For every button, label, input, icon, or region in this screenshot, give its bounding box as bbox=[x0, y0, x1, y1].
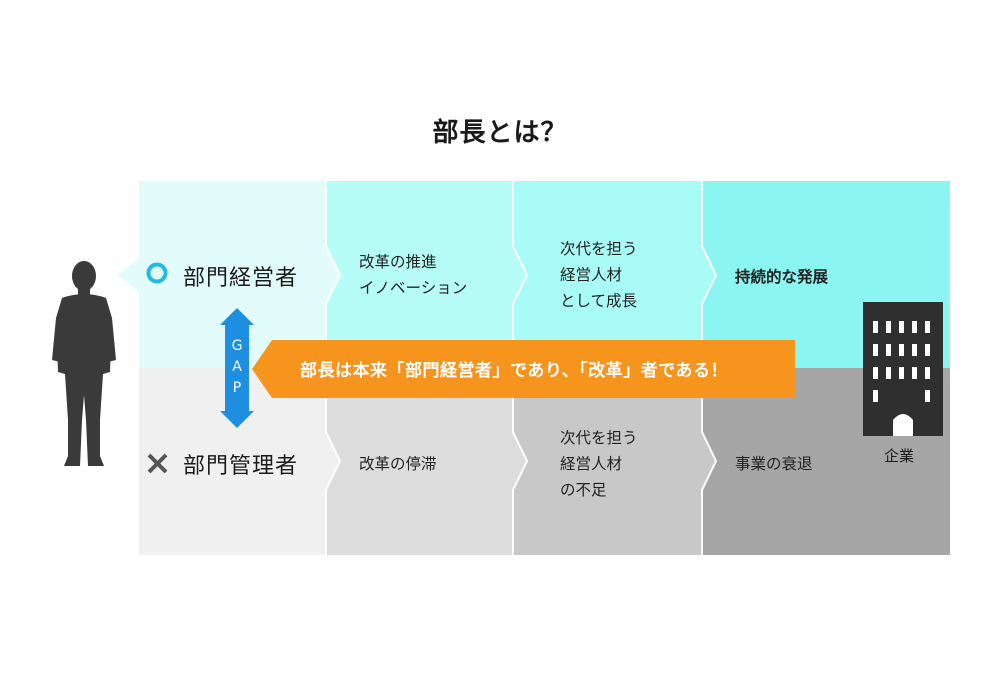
circle-mark-icon bbox=[146, 262, 168, 284]
cell-line: イノベーション bbox=[359, 279, 468, 297]
row-label-department-administrator: 部門管理者 bbox=[183, 454, 299, 479]
top-cell-sustainable: 持続的な発展 bbox=[735, 264, 828, 290]
gap-label: G A P bbox=[225, 336, 249, 399]
building-window bbox=[873, 367, 878, 379]
gap-letter-g: G bbox=[231, 338, 243, 354]
top-row-column-2 bbox=[326, 181, 527, 368]
top-row-column-1 bbox=[139, 181, 340, 368]
cell-line: の不足 bbox=[560, 481, 607, 499]
cross-mark-icon bbox=[147, 453, 168, 474]
bottom-row-column-1 bbox=[139, 368, 340, 555]
banner-arrow-shape bbox=[252, 340, 795, 398]
bottom-cell-decline: 事業の衰退 bbox=[735, 451, 813, 477]
building-window bbox=[899, 321, 904, 333]
gap-letter-a: A bbox=[232, 359, 242, 375]
businessman-silhouette-icon bbox=[52, 261, 116, 466]
top-cell-next-gen: 次代を担う 経営人材 として成長 bbox=[560, 236, 638, 314]
cell-line: 改革の停滞 bbox=[359, 455, 437, 473]
bottom-row-column-3 bbox=[513, 368, 716, 555]
cell-line: 事業の衰退 bbox=[735, 455, 813, 473]
cell-line: 経営人材 bbox=[560, 266, 623, 284]
office-building-icon bbox=[863, 302, 943, 436]
cell-line: 改革の推進 bbox=[359, 253, 437, 271]
top-cell-reform: 改革の推進 イノベーション bbox=[359, 249, 467, 301]
company-label: 企業 bbox=[884, 447, 915, 465]
building-window bbox=[886, 367, 891, 379]
cell-line: 次代を担う bbox=[560, 240, 638, 258]
banner-text: 部長は本来「部門経営者」であり、「改革」者である！ bbox=[300, 361, 728, 381]
building-window bbox=[899, 344, 904, 356]
building-window bbox=[873, 390, 878, 402]
building-window bbox=[886, 344, 891, 356]
bottom-cell-shortage: 次代を担う 経営人材 の不足 bbox=[560, 425, 638, 503]
cell-line: 次代を担う bbox=[560, 429, 638, 447]
page-title: 部長とは？ bbox=[432, 118, 568, 148]
cell-line: 経営人材 bbox=[560, 455, 623, 473]
building-window bbox=[925, 344, 930, 356]
building-window bbox=[925, 321, 930, 333]
building-window bbox=[912, 367, 917, 379]
row-label-manager-executive: 部門経営者 bbox=[183, 266, 299, 291]
building-window bbox=[899, 367, 904, 379]
top-row-pointer bbox=[118, 258, 139, 292]
cell-line: 持続的な発展 bbox=[735, 268, 829, 286]
bottom-row-column-2 bbox=[326, 368, 527, 555]
building-window bbox=[912, 321, 917, 333]
building-window bbox=[873, 321, 878, 333]
cell-line: として成長 bbox=[560, 292, 638, 310]
building-window bbox=[925, 367, 930, 379]
top-row-column-3 bbox=[513, 181, 716, 368]
gap-arrow-shape bbox=[220, 308, 254, 428]
gap-letter-p: P bbox=[232, 380, 242, 396]
building-window bbox=[912, 344, 917, 356]
building-window bbox=[925, 390, 930, 402]
bottom-cell-stagnation: 改革の停滞 bbox=[359, 451, 437, 477]
building-window bbox=[873, 344, 878, 356]
building-window bbox=[886, 321, 891, 333]
